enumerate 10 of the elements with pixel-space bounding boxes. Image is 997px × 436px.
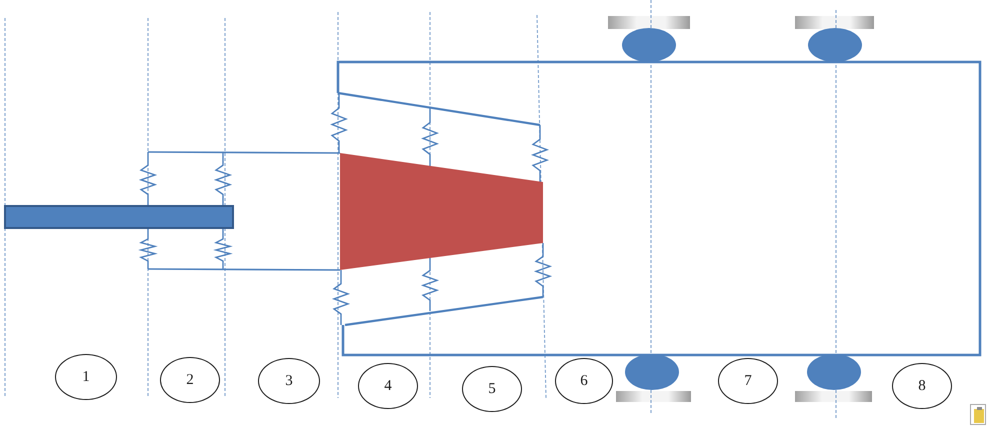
region-number: 1 xyxy=(55,354,117,400)
region-number: 6 xyxy=(555,358,613,404)
shaft-bar xyxy=(4,205,234,229)
region-number: 3 xyxy=(258,358,320,404)
region-number: 4 xyxy=(358,363,418,409)
tapered-block xyxy=(340,153,543,270)
region-number: 5 xyxy=(462,366,522,412)
region-number: 7 xyxy=(718,358,778,404)
region-number: 2 xyxy=(160,357,220,403)
region-number: 8 xyxy=(892,363,952,409)
